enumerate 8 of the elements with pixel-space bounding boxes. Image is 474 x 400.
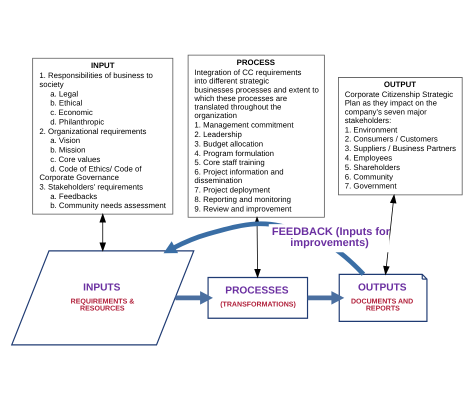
node-box: OUTPUT Corporate Citizenship Strategic Plan as they impact on the company's seven major stakeholders: 1. Environment 2. Consumers / Customers 3. Suppliers / Business Partners 4. Employees 5. Shareholders 6. Community 7. Government bbox=[338, 77, 463, 196]
arrow bbox=[99, 213, 106, 252]
arrow bbox=[164, 221, 366, 276]
edge-label: FEEDBACK (Inputs for improvements) bbox=[272, 226, 390, 250]
node-box: PROCESS Integration of CC requirements into different strategic businesses processes and extent to which these processes are translated throughout the organization 1. Management commitment 2. Leadership 3. Budget allocation 4. Program formulation 5. Core staff training 6. Project information and dissemination 7. Project deployment 8. Reporting and monitoring 9. Review and improvement bbox=[188, 54, 325, 218]
arrow bbox=[175, 291, 213, 305]
node-box: INPUT 1. Responsibilities of business to society a. Legal b. Ethical c. Economic d. Philanthropic 2. Organizational requirements a. Vision b. Mission c. Core values d. Code of Ethics/ Code of Corporate Governance 3. Stakeholders' requirements a. Feedbacks b. Community needs assessment bbox=[32, 58, 174, 214]
arrow bbox=[308, 291, 344, 305]
